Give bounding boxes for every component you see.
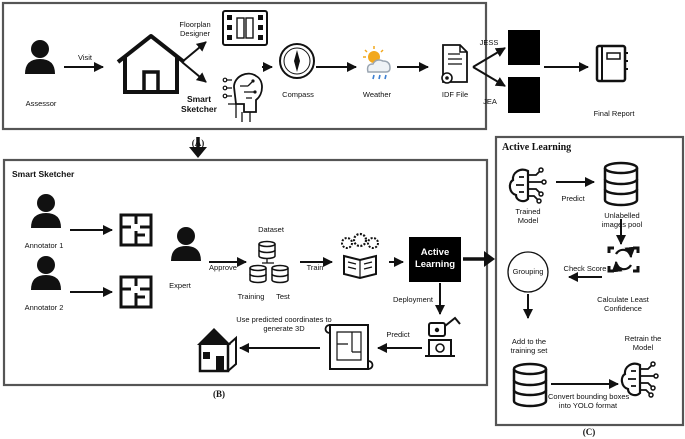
visit-label: Visit [77, 53, 93, 62]
panel-a-frame [1, 1, 488, 131]
smart-sketcher-label-2: Sketcher [181, 104, 217, 114]
unlabelled-label-2: images pool [601, 220, 643, 229]
compass-icon [279, 43, 315, 79]
annotator-1-icon [31, 194, 61, 228]
check-score-label: Check Score [563, 264, 607, 273]
panel-b-caption: (B) [213, 389, 225, 399]
training-label: Training [237, 292, 265, 301]
jess-label: JESS [479, 38, 499, 47]
b-to-c-arrow-head [484, 251, 495, 267]
convert-label-2: into YOLO format [558, 401, 618, 410]
weather-label: Weather [362, 90, 392, 99]
floorplan-designer-label-1: Floorplan [179, 20, 211, 29]
floorplan-designer-label-2: Designer [179, 29, 210, 38]
floorplan-2-icon [119, 275, 153, 309]
to-sketcher-arrow [181, 61, 207, 83]
dataset-icon [249, 240, 289, 284]
smart-sketcher-label-1: Smart [186, 94, 212, 104]
least-confidence-icon [607, 246, 640, 273]
unlabelled-label-1: Unlabelled [604, 211, 640, 220]
expert-label: Expert [169, 281, 191, 290]
active-learning-box-label-1: Active [420, 247, 450, 258]
active-learning-title: Active Learning [502, 142, 572, 153]
train-label: Train [306, 263, 324, 272]
generate-3d-label-2: generate 3D [263, 324, 305, 333]
jea-block [508, 77, 540, 113]
ai-robot-icon [222, 72, 263, 122]
trained-model-label-1: Trained [515, 207, 541, 216]
to-floorplan-arrow [181, 41, 207, 63]
final-report-label: Final Report [593, 109, 635, 118]
jess-block [508, 30, 540, 65]
generate-3d-label-1: Use predicted coordinates to [236, 315, 332, 324]
idf-file-label: IDF File [441, 90, 469, 99]
annotator-2-icon [31, 256, 61, 290]
panel-c-caption: (C) [582, 427, 596, 437]
compass-label: Compass [282, 90, 314, 99]
assessor-icon [25, 40, 55, 74]
to-jea-arrow [472, 66, 506, 87]
panel-c-frame [494, 135, 685, 427]
robot-arm-icon [425, 316, 461, 357]
model-training-icon [341, 232, 379, 280]
predict-label-b: Predict [386, 330, 410, 339]
active-learning-box-label-2: Learning [414, 259, 456, 270]
grouping-circle [507, 251, 549, 293]
house-3d-icon [197, 328, 237, 373]
final-report-icon [595, 44, 628, 83]
calc-confidence-label-2: Confidence [604, 304, 642, 313]
blueprint-icon [324, 324, 374, 370]
trained-model-icon [508, 166, 548, 205]
training-set-db-icon [512, 362, 548, 408]
floorplan-1-icon [119, 213, 153, 247]
deployment-label: Deployment [392, 295, 434, 304]
add-training-set-label-1: Add to the [511, 337, 547, 346]
retrain-label-1: Retrain the [624, 334, 662, 343]
retrain-label-2: Model [632, 343, 654, 352]
to-jess-arrow [472, 47, 506, 68]
annotator-1-label: Annotator 1 [24, 241, 64, 250]
panel-b-frame [2, 158, 489, 387]
smart-sketcher-title: Smart Sketcher [12, 169, 75, 179]
convert-label-1: Convert bounding boxes [548, 392, 630, 401]
predict-label-c: Predict [561, 194, 585, 203]
unlabelled-pool-icon [603, 161, 639, 207]
assessor-label: Assessor [25, 99, 57, 108]
a-to-b-arrow-head [189, 147, 207, 158]
idf-file-icon [441, 44, 468, 84]
grouping-label: Grouping [512, 267, 544, 276]
floorplan-designer-icon [222, 10, 268, 46]
dataset-label: Dataset [258, 225, 284, 234]
annotator-2-label: Annotator 2 [24, 303, 64, 312]
test-label: Test [276, 292, 290, 301]
jea-label: JEA [483, 97, 497, 106]
add-training-set-label-2: training set [510, 346, 548, 355]
house-icon [116, 34, 186, 94]
weather-icon [363, 46, 391, 80]
calc-confidence-label-1: Calculate Least [597, 295, 649, 304]
expert-icon [171, 227, 201, 261]
panel-a-caption: (A) [191, 138, 205, 148]
active-learning-box [409, 237, 461, 282]
approve-label: Approve [209, 263, 237, 272]
trained-model-label-2: Model [517, 216, 539, 225]
